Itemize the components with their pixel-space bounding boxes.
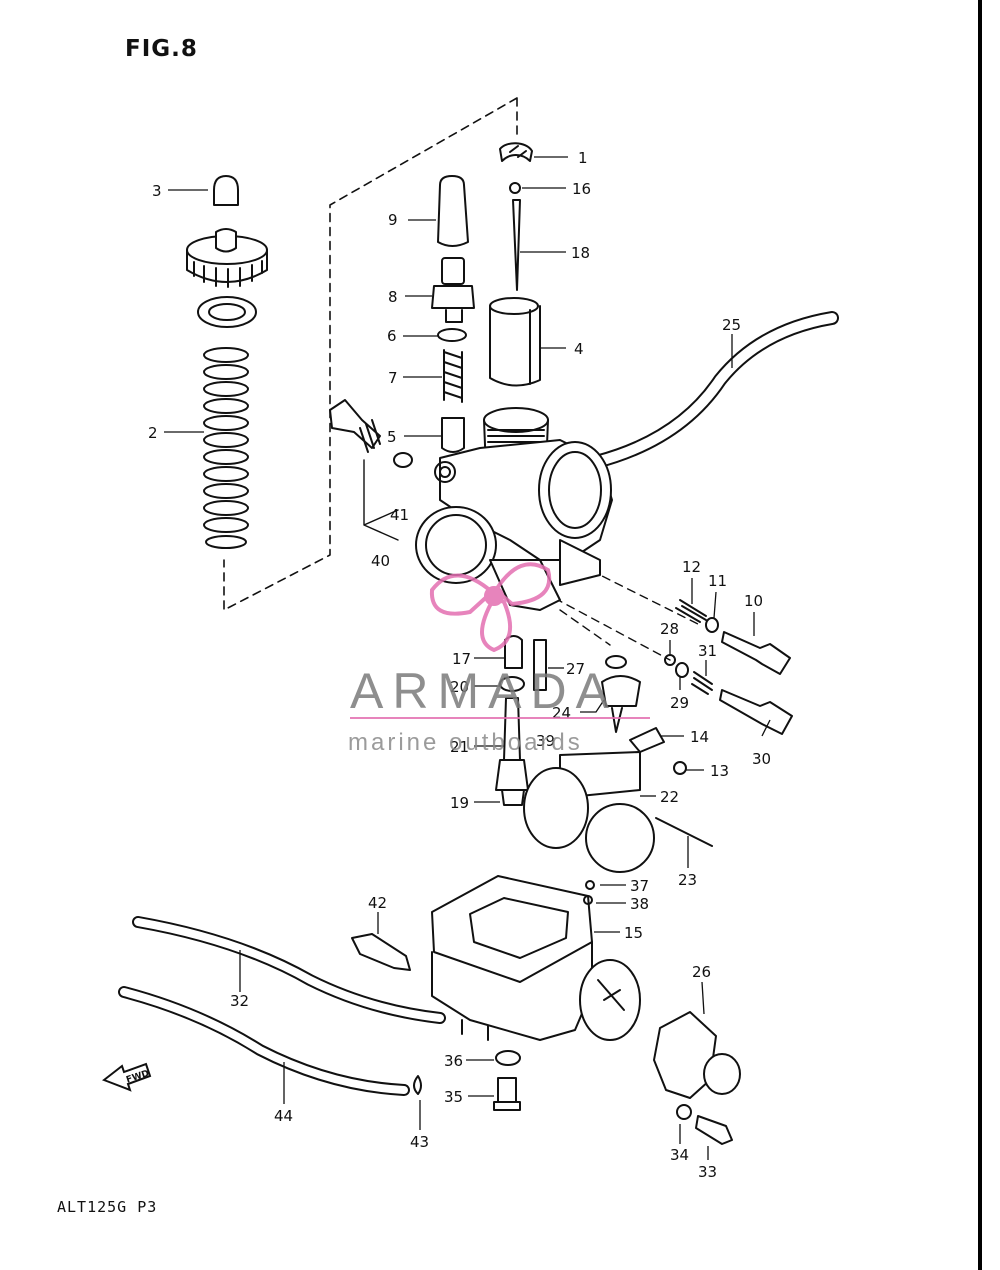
callout-11: 11 [708, 572, 727, 590]
callout-labels: 3 2 1 16 18 9 8 6 7 5 4 25 41 40 12 11 1… [148, 149, 771, 1181]
float-part [523, 751, 655, 873]
callout-26: 26 [692, 963, 711, 981]
forward-direction-arrow: FWD [101, 1062, 152, 1092]
callout-32: 32 [230, 992, 249, 1010]
float-screw-part [673, 761, 687, 775]
callout-20: 20 [450, 678, 469, 696]
float-bowl-part [431, 875, 641, 1041]
float-arm-part [629, 727, 665, 753]
callout-21: 21 [450, 738, 469, 756]
armada-watermark: ARMADA marine outboards [348, 562, 650, 756]
drain-screw-part [493, 1077, 521, 1111]
figure-code: ALT125G P3 [57, 1198, 158, 1216]
callout-13: 13 [710, 762, 729, 780]
o-ring-part [437, 328, 467, 342]
float-valve-part [601, 675, 641, 733]
armada-logo-icon [429, 562, 552, 653]
callout-2: 2 [148, 424, 158, 442]
callout-36: 36 [444, 1052, 463, 1070]
callout-31: 31 [698, 642, 717, 660]
callout-37: 37 [630, 877, 649, 895]
callout-23: 23 [678, 871, 697, 889]
washer-29-part [675, 662, 689, 678]
callout-43: 43 [410, 1133, 429, 1151]
callout-38: 38 [630, 895, 649, 913]
callout-12: 12 [682, 558, 701, 576]
callout-39: 39 [536, 732, 555, 750]
callout-1: 1 [578, 149, 588, 167]
air-screw-o-ring-part [393, 452, 413, 468]
washer-34-part [676, 1104, 692, 1120]
pilot-jet-part [533, 639, 547, 691]
spring-31-part [691, 671, 713, 695]
callout-19: 19 [450, 794, 469, 812]
callout-16: 16 [572, 180, 591, 198]
callout-28: 28 [660, 620, 679, 638]
leader-lines [164, 156, 771, 1160]
callout-25: 25 [722, 316, 741, 334]
figure-title: FIG.8 [125, 36, 198, 62]
callout-44: 44 [274, 1107, 293, 1125]
hose-clip-43-part [413, 1075, 422, 1095]
throttle-spring-part [203, 347, 249, 549]
callout-30: 30 [752, 750, 771, 768]
callout-18: 18 [571, 244, 590, 262]
drain-plug-part [351, 933, 411, 971]
callout-29: 29 [670, 694, 689, 712]
callout-40: 40 [371, 552, 390, 570]
air-screw-part [329, 399, 381, 453]
callout-35: 35 [444, 1088, 463, 1106]
jet-needle-part [512, 199, 521, 291]
main-jet-part [495, 759, 529, 806]
callout-15: 15 [624, 924, 643, 942]
cable-adjuster-cap-part [437, 175, 469, 247]
callout-14: 14 [690, 728, 709, 746]
callout-33: 33 [698, 1163, 717, 1181]
accelerator-cover-part [653, 1011, 741, 1099]
callout-5: 5 [387, 428, 397, 446]
callout-9: 9 [388, 211, 398, 229]
screw-33-part [695, 1115, 733, 1145]
jet-washer-part [499, 676, 525, 692]
cable-adjuster-part [431, 257, 475, 323]
callout-6: 6 [387, 327, 397, 345]
right-border [978, 0, 982, 1270]
callout-7: 7 [388, 369, 398, 387]
pilot-screw-part [721, 631, 791, 675]
gasket-37-part [585, 880, 595, 890]
callout-3: 3 [152, 182, 162, 200]
throttle-stop-screw-part [719, 689, 793, 735]
callout-27: 27 [566, 660, 585, 678]
pilot-washer-part [705, 617, 719, 633]
clip-part [499, 142, 533, 162]
assembly-dashed-line [223, 97, 518, 611]
washer-36-part [495, 1050, 521, 1066]
top-cap-part [186, 228, 268, 288]
gasket-38-part [583, 895, 593, 905]
callout-34: 34 [670, 1146, 689, 1164]
float-pin-part [655, 817, 713, 847]
callout-4: 4 [574, 340, 584, 358]
callout-8: 8 [388, 288, 398, 306]
callout-22: 22 [660, 788, 679, 806]
callout-41: 41 [390, 506, 409, 524]
pilot-spring-part [675, 599, 707, 623]
washer-part [197, 296, 257, 328]
washer-28-part [664, 654, 676, 666]
callout-10: 10 [744, 592, 763, 610]
throttle-valve-part [489, 297, 541, 387]
idle-spring-part [443, 349, 463, 403]
watermark-tagline: marine outboards [348, 729, 583, 756]
e-ring-part [509, 182, 521, 194]
plunger-part [441, 417, 465, 453]
callout-17: 17 [452, 650, 471, 668]
cap-part [213, 175, 239, 206]
jet-ring-part [605, 655, 627, 669]
watermark-brand: ARMADA [350, 663, 618, 719]
callout-42: 42 [368, 894, 387, 912]
